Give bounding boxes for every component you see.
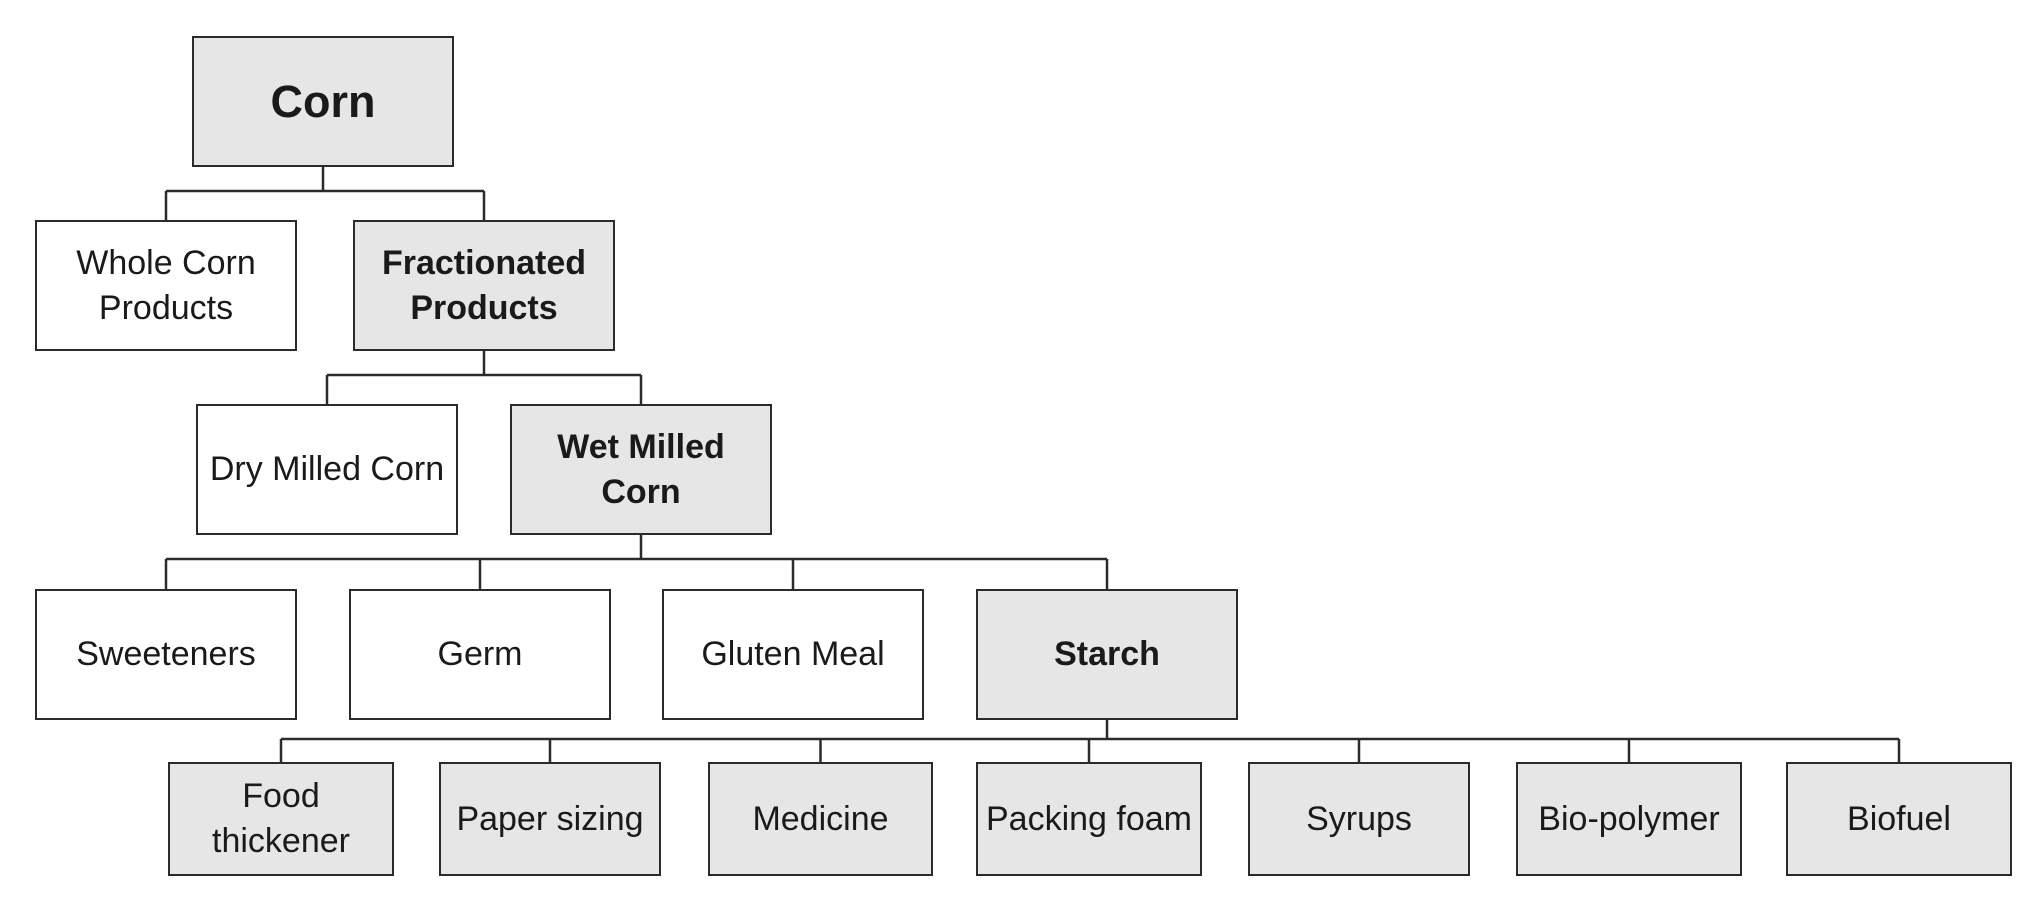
node-food-thickener-label: Food thickener <box>212 777 350 860</box>
node-paper-sizing-label: Paper sizing <box>456 799 644 838</box>
node-starch: Starch <box>976 589 1238 720</box>
node-paper-sizing: Paper sizing <box>439 762 661 876</box>
node-biofuel-label: Biofuel <box>1847 799 1951 838</box>
node-germ-label: Germ <box>437 635 523 674</box>
node-food-thickener: Food thickener <box>168 762 394 876</box>
node-sweeteners-label: Sweeteners <box>76 635 256 674</box>
node-fractionated-products-label: Fractionated Products <box>381 243 587 327</box>
node-germ: Germ <box>349 589 611 720</box>
node-fractionated-products: Fractionated Products <box>353 220 615 351</box>
node-packing-foam-label: Packing foam <box>986 799 1192 838</box>
node-medicine-label: Medicine <box>752 799 889 838</box>
node-syrups: Syrups <box>1248 762 1470 876</box>
node-whole-corn-products: Whole Corn Products <box>35 220 297 351</box>
node-syrups-label: Syrups <box>1306 799 1412 838</box>
node-starch-label: Starch <box>1054 635 1160 674</box>
node-sweeteners: Sweeteners <box>35 589 297 720</box>
node-corn: Corn <box>192 36 454 167</box>
node-corn-label: Corn <box>270 75 376 127</box>
node-wet-milled-corn: Wet Milled Corn <box>510 404 772 535</box>
node-dry-milled-corn-label: Dry Milled Corn <box>209 450 445 489</box>
node-packing-foam: Packing foam <box>976 762 1202 876</box>
node-bio-polymer-label: Bio-polymer <box>1538 799 1720 838</box>
node-biofuel: Biofuel <box>1786 762 2012 876</box>
node-medicine: Medicine <box>708 762 933 876</box>
node-bio-polymer: Bio-polymer <box>1516 762 1742 876</box>
node-dry-milled-corn: Dry Milled Corn <box>196 404 458 535</box>
node-wet-milled-corn-label: Wet Milled Corn <box>557 427 725 511</box>
node-gluten-meal-label: Gluten Meal <box>701 635 885 674</box>
node-gluten-meal: Gluten Meal <box>662 589 924 720</box>
node-whole-corn-products-label: Whole Corn Products <box>76 243 256 327</box>
